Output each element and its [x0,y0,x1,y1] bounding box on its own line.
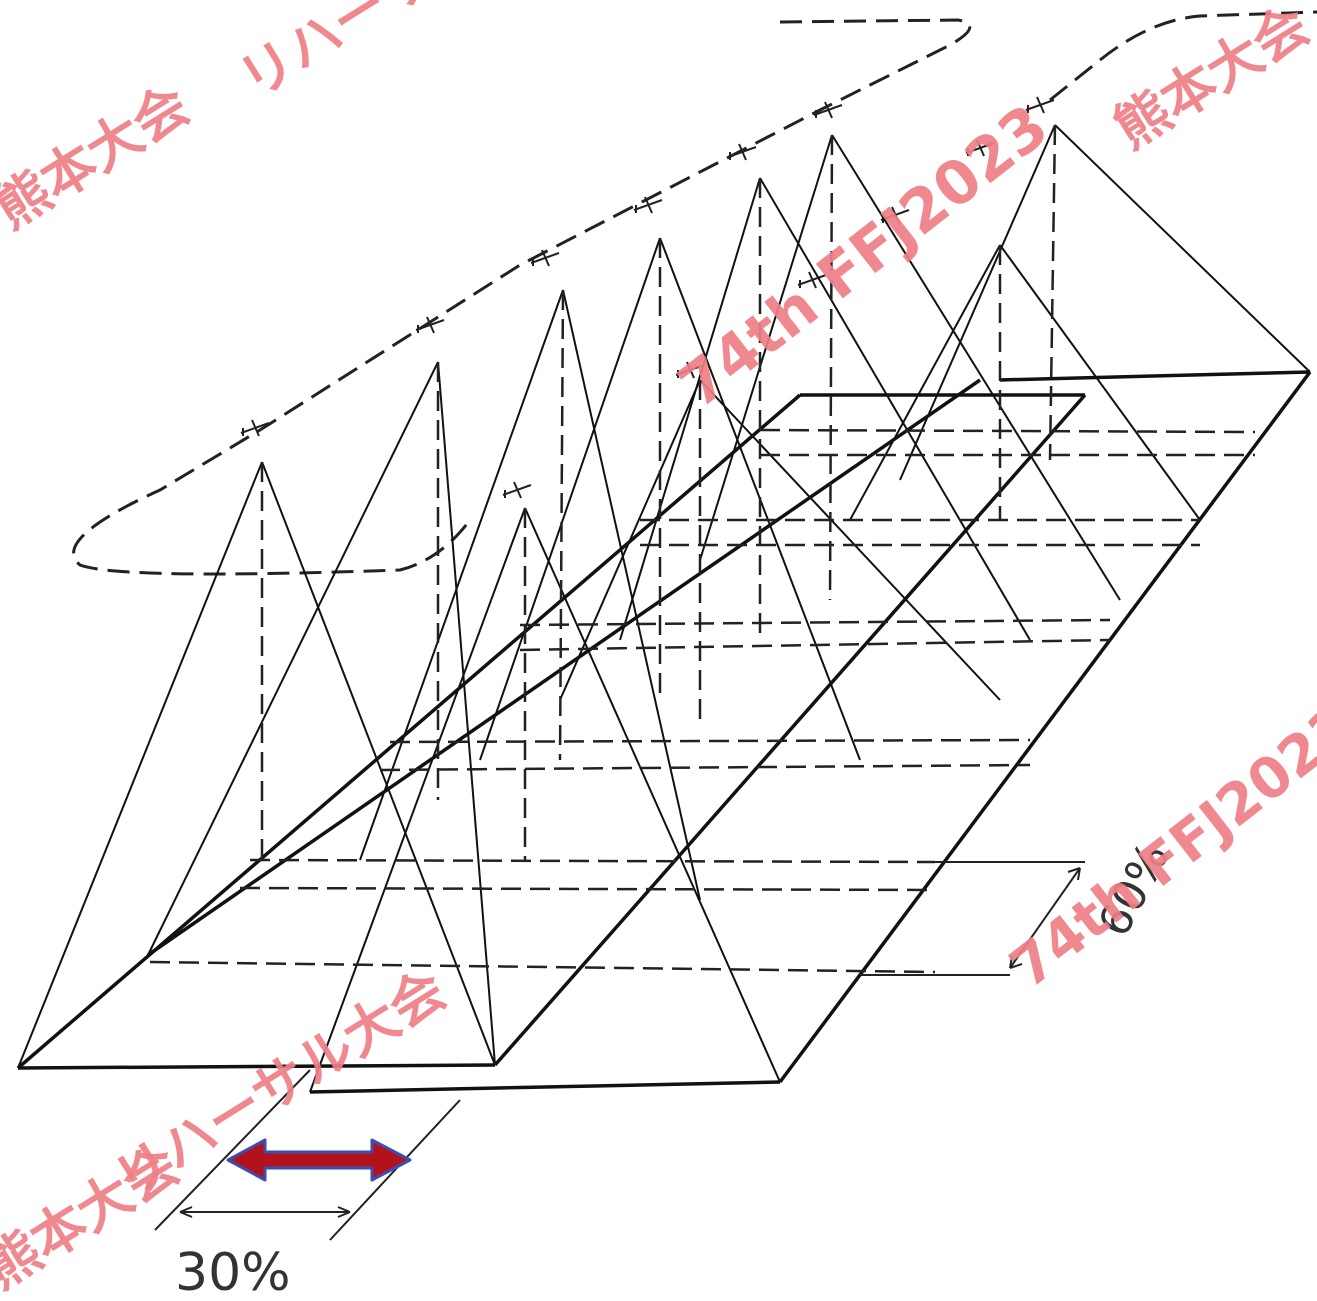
hidden-edge [558,289,565,761]
pyramid-edge [437,361,496,1066]
hidden-edge [1048,124,1057,461]
pyramid-edge [479,237,661,761]
base-edge [999,370,1311,382]
plane-icon [797,271,827,289]
pyramid-edge [999,244,1201,521]
pyramid-edge [309,507,526,1093]
pyramid-edge [619,177,761,641]
double-arrow [226,1138,412,1182]
grid-line [389,738,1031,744]
hidden-edge [828,134,834,601]
base-edge [493,393,1087,1067]
plane-icon [502,481,532,499]
grid-line [379,763,1031,772]
base-edge [778,370,1312,1084]
pyramid-edge [699,134,833,561]
hidden-lines [149,124,1256,974]
pyramid-edge [899,124,1056,481]
watermark-event-2: 74th FFJ2023 [999,693,1317,1001]
grid-line [759,428,1256,434]
plane-markers [240,96,1055,499]
grid-line [519,638,1111,652]
pyramid-edge [699,379,1001,701]
plane-icon [240,419,270,437]
plane-icon [633,196,663,214]
watermark-venue-2: 熊本大会 [1104,0,1317,161]
pyramid-edge [831,134,1121,601]
plane-icon [1025,96,1055,114]
watermark-event-1: 74th FFJ2023 [666,91,1061,421]
bottom-dimension [154,1069,461,1241]
watermark-venue-3: 熊本大会 [0,1133,190,1301]
base-edge [309,1080,781,1094]
pyramid-edge [1054,124,1311,373]
plane-icon [675,361,705,379]
pyramid-edge [524,507,781,1083]
pyramid-edge [17,461,263,1069]
thick-frame [16,370,1312,1094]
grid-line [519,618,1111,627]
watermark-rehearsal-1: リハーサル大会 [229,0,582,111]
plane-icon [727,143,757,161]
watermark-venue-1: 熊本大会 [0,73,200,241]
base-edge [147,378,981,957]
base-edge [16,393,802,1070]
grid-line [249,858,936,864]
plane-icon [530,249,560,267]
pyramid-edge [359,289,564,861]
grid-line [149,960,936,974]
plane-icon [813,101,843,119]
grid-line [239,886,936,892]
plane-icon [965,139,995,157]
pyramid-edge [849,244,1001,521]
plane-icon [415,316,445,334]
bottom-dimension-label: 30% [175,1243,291,1301]
flight-path [72,10,1317,576]
pyramid-edge [562,289,701,901]
pyramid-edge [147,361,439,956]
solid-frame [17,124,1311,1093]
right-dimension [860,861,1085,976]
base-edge [17,1063,496,1070]
pyramid-edge [261,461,496,1066]
pyramid-edge [759,177,1031,641]
